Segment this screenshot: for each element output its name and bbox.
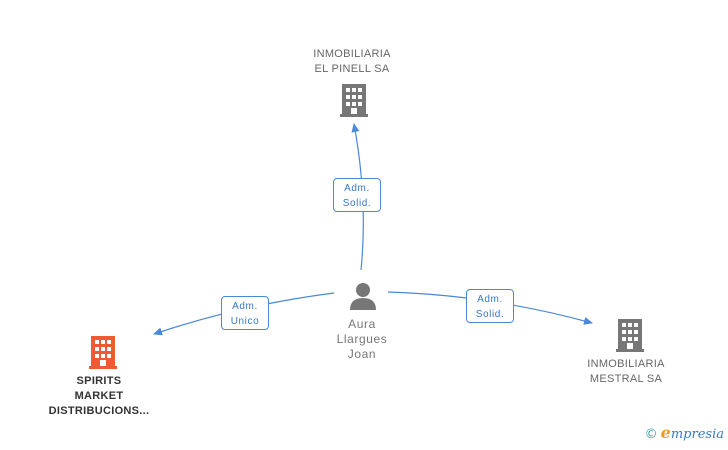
node-label-spirits[interactable]: SPIRITS MARKET DISTRIBUCIONS... [34,374,164,419]
copyright-icon: © [644,427,658,442]
node-label-pinell[interactable]: INMOBILIARIA EL PINELL SA [302,47,402,77]
node-label-line: SPIRITS [76,375,122,387]
edge-label-line: Unico [230,316,260,327]
edge-label-to-mestral: Adm. Solid. [466,289,514,323]
building-icon-highlight[interactable] [89,336,117,369]
edge-label-line: Solid. [342,198,372,209]
person-icon[interactable] [350,283,376,310]
edge-label-line: Adm. [477,294,503,305]
node-label-person[interactable]: Aura Llargues Joan [322,317,402,362]
edge-label-to-spirits: Adm. Unico [221,296,269,330]
empresia-logo[interactable]: ©empresia [645,423,724,442]
node-label-mestral[interactable]: INMOBILIARIA MESTRAL SA [576,357,676,387]
brand-rest: mpresia [670,427,724,442]
node-label-line: EL PINELL SA [314,63,390,75]
node-label-line: Joan [347,347,377,361]
edge-label-line: Solid. [475,309,505,320]
building-icon[interactable] [616,319,644,352]
brand-e: e [660,423,671,442]
node-label-line: INMOBILIARIA [587,358,665,370]
edge-label-to-pinell: Adm. Solid. [333,178,381,212]
node-label-line: DISTRIBUCIONS... [48,405,150,417]
node-label-line: Aura [348,317,376,331]
node-label-line: INMOBILIARIA [313,48,391,60]
node-label-line: MESTRAL SA [589,373,663,385]
edge-label-line: Adm. [232,301,258,312]
edge-label-line: Adm. [344,183,370,194]
node-label-line: MARKET [74,390,124,402]
node-label-line: Llargues [336,332,388,346]
building-icon[interactable] [340,84,368,117]
